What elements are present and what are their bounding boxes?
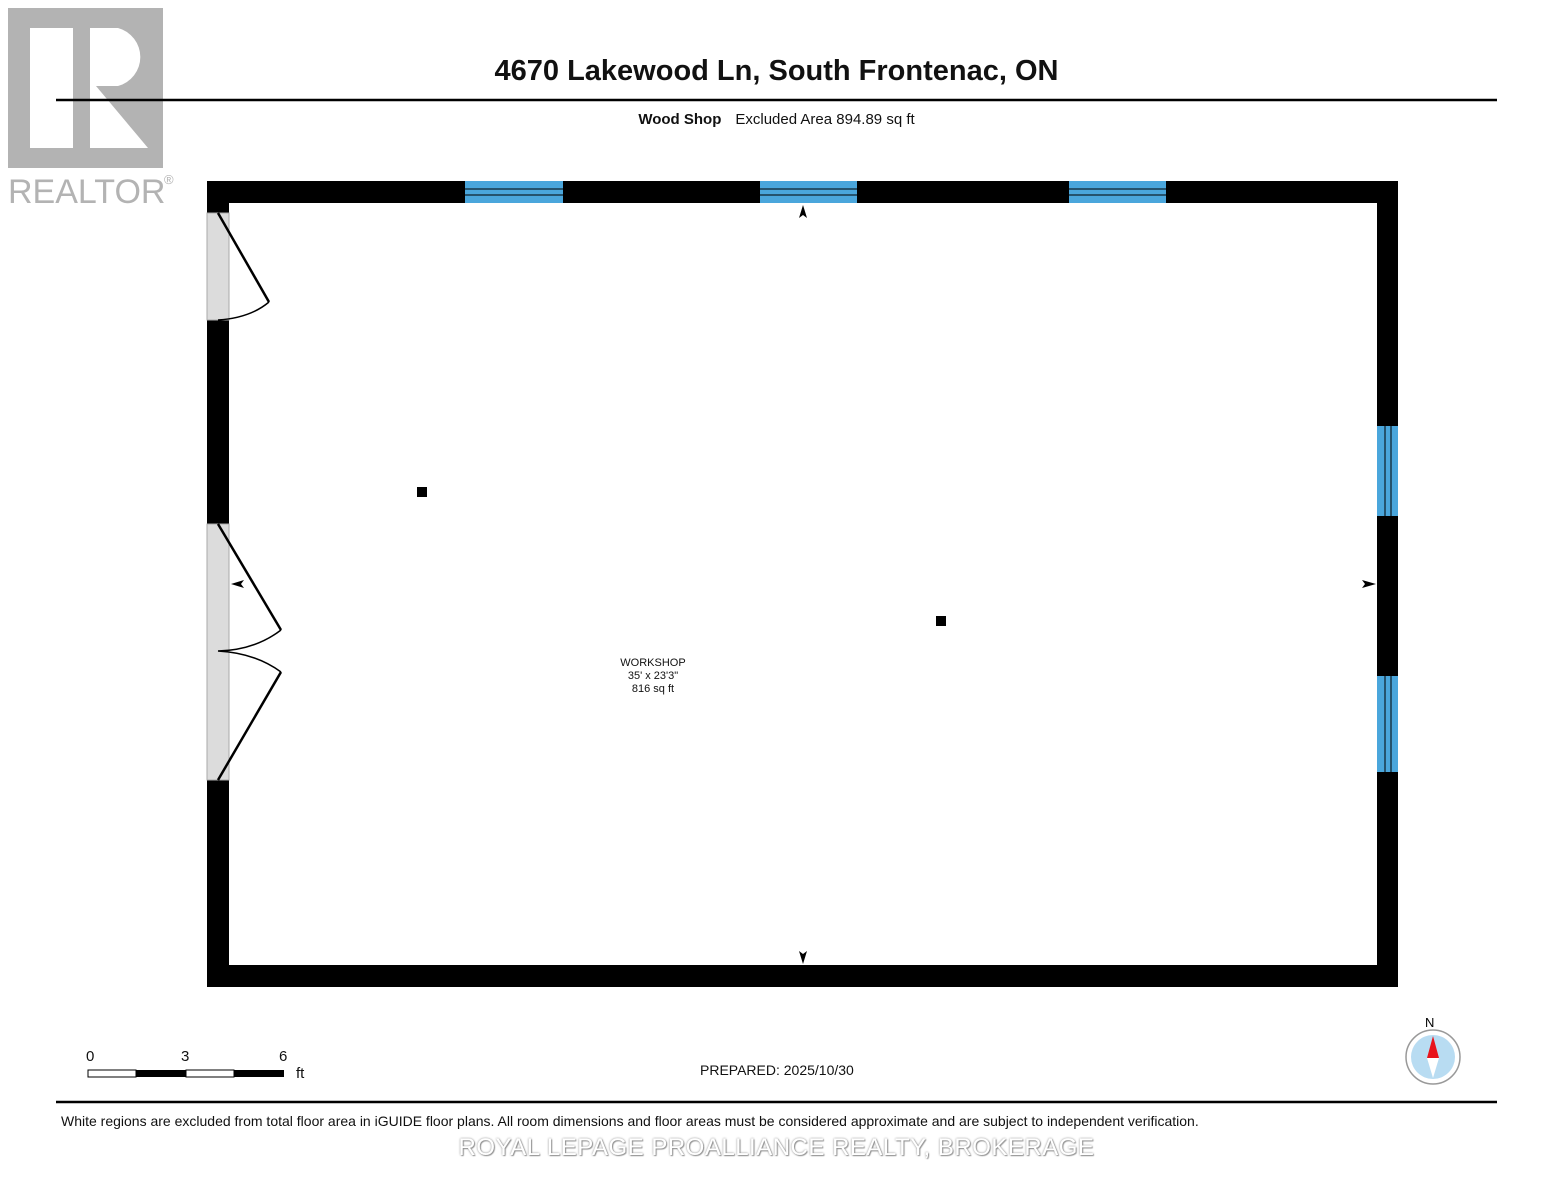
page-title: 4670 Lakewood Ln, South Frontenac, ON (494, 55, 1059, 87)
window-top-3 (1069, 181, 1166, 203)
scale-bar (87, 1069, 284, 1078)
brokerage-watermark: ROYAL LEPAGE PROALLIANCE REALTY, BROKERA… (458, 1134, 1095, 1161)
window-top-1 (465, 181, 563, 203)
scale-tick-3: 3 (181, 1048, 190, 1065)
scale-tick-0: 0 (86, 1048, 95, 1065)
svg-text:REALTOR: REALTOR (8, 173, 165, 211)
room-dimensions: 35' x 23'3" (627, 670, 679, 682)
room-area: 816 sq ft (631, 683, 675, 695)
prepared-date: PREPARED: 2025/10/30 (700, 1062, 854, 1078)
room-name: WORKSHOP (620, 657, 686, 669)
window-right-1 (1377, 426, 1398, 516)
post-marker (936, 616, 946, 626)
building-name: Wood Shop (638, 111, 722, 128)
arrow-down-icon (799, 951, 807, 964)
scale-tick-6: 6 (279, 1048, 288, 1065)
subtitle: Wood Shop Excluded Area 894.89 sq ft (0, 111, 1553, 128)
arrow-left-icon (231, 580, 244, 588)
excluded-area: Excluded Area 894.89 sq ft (735, 111, 915, 128)
realtor-logo: REALTOR ® (8, 8, 174, 211)
windows (465, 181, 1398, 772)
door-double (206, 523, 283, 781)
door-single (206, 212, 271, 321)
post-marker (417, 487, 427, 497)
svg-text:®: ® (164, 172, 174, 187)
arrow-up-icon (799, 205, 807, 218)
walls (207, 181, 1398, 987)
compass-label: N (1425, 1015, 1435, 1030)
arrow-right-icon (1362, 580, 1376, 588)
window-right-2 (1377, 676, 1398, 772)
disclaimer: White regions are excluded from total fl… (61, 1113, 1199, 1129)
wall-bottom (207, 965, 1398, 987)
scale-unit: ft (296, 1065, 305, 1082)
wall-right (1377, 181, 1398, 987)
compass-icon (1405, 1029, 1461, 1085)
window-top-2 (760, 181, 857, 203)
